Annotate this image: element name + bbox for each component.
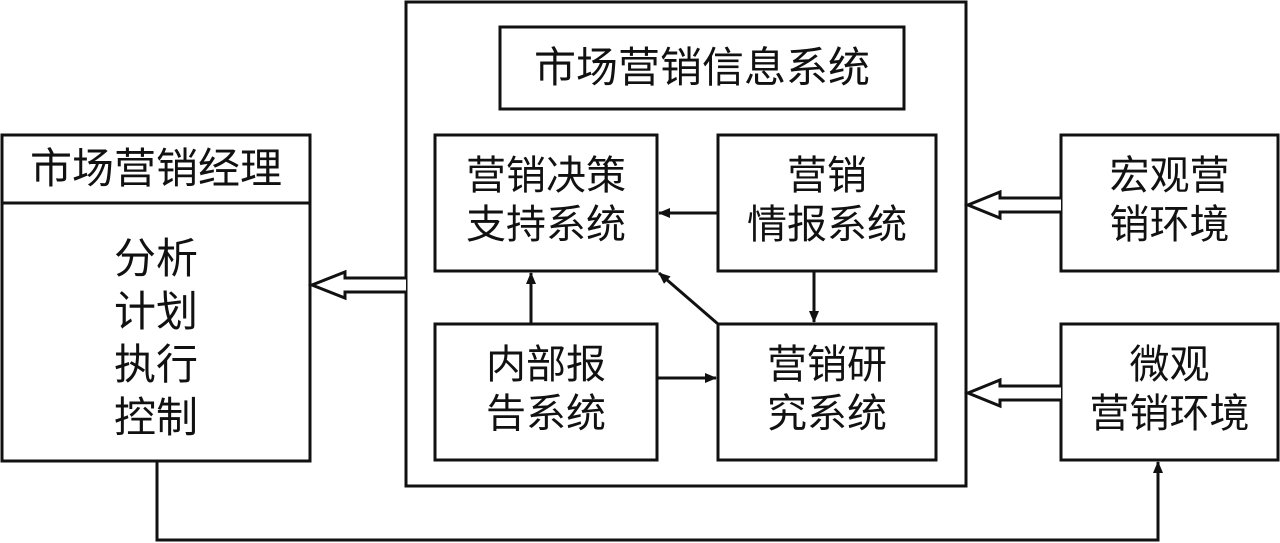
arrow-research-to-decision xyxy=(658,271,719,326)
internal-reports-label: 内部报 告系统 xyxy=(486,342,606,437)
manager-title-text: 市场营销经理 xyxy=(29,144,282,193)
mis-title-box xyxy=(498,25,906,111)
intelligence-label: 营销 情报系统 xyxy=(747,153,907,248)
research-box xyxy=(716,322,938,462)
feedback-line-manager-to-micro xyxy=(155,461,1163,542)
hollow-arrow-macro-to-mis xyxy=(964,189,1061,221)
hollow-arrow-micro-to-mis xyxy=(964,377,1061,409)
micro-env-label: 微观 营销环境 xyxy=(1089,342,1250,437)
intelligence-box xyxy=(716,133,938,273)
decision-support-label: 营销决策 支持系统 xyxy=(466,153,626,248)
internal-reports-box xyxy=(433,322,659,462)
macro-env-box xyxy=(1059,133,1280,273)
mis-title-text: 市场营销信息系统 xyxy=(533,43,870,92)
function-control: 控制 xyxy=(113,393,198,442)
research-label: 营销研 究系统 xyxy=(767,342,887,437)
mis-title: 市场营销信息系统 xyxy=(500,42,904,93)
manager-title: 市场营销经理 xyxy=(2,143,310,194)
manager-box xyxy=(0,133,312,463)
function-planning: 计划 xyxy=(113,287,198,336)
manager-functions: 分析 计划 执行 控制 xyxy=(2,232,310,444)
function-analysis: 分析 xyxy=(113,234,198,283)
macro-env-label: 宏观营 销环境 xyxy=(1109,153,1230,248)
hollow-arrow-mis-to-manager xyxy=(307,269,406,301)
decision-support-box xyxy=(433,133,659,273)
function-execution: 执行 xyxy=(113,340,198,389)
